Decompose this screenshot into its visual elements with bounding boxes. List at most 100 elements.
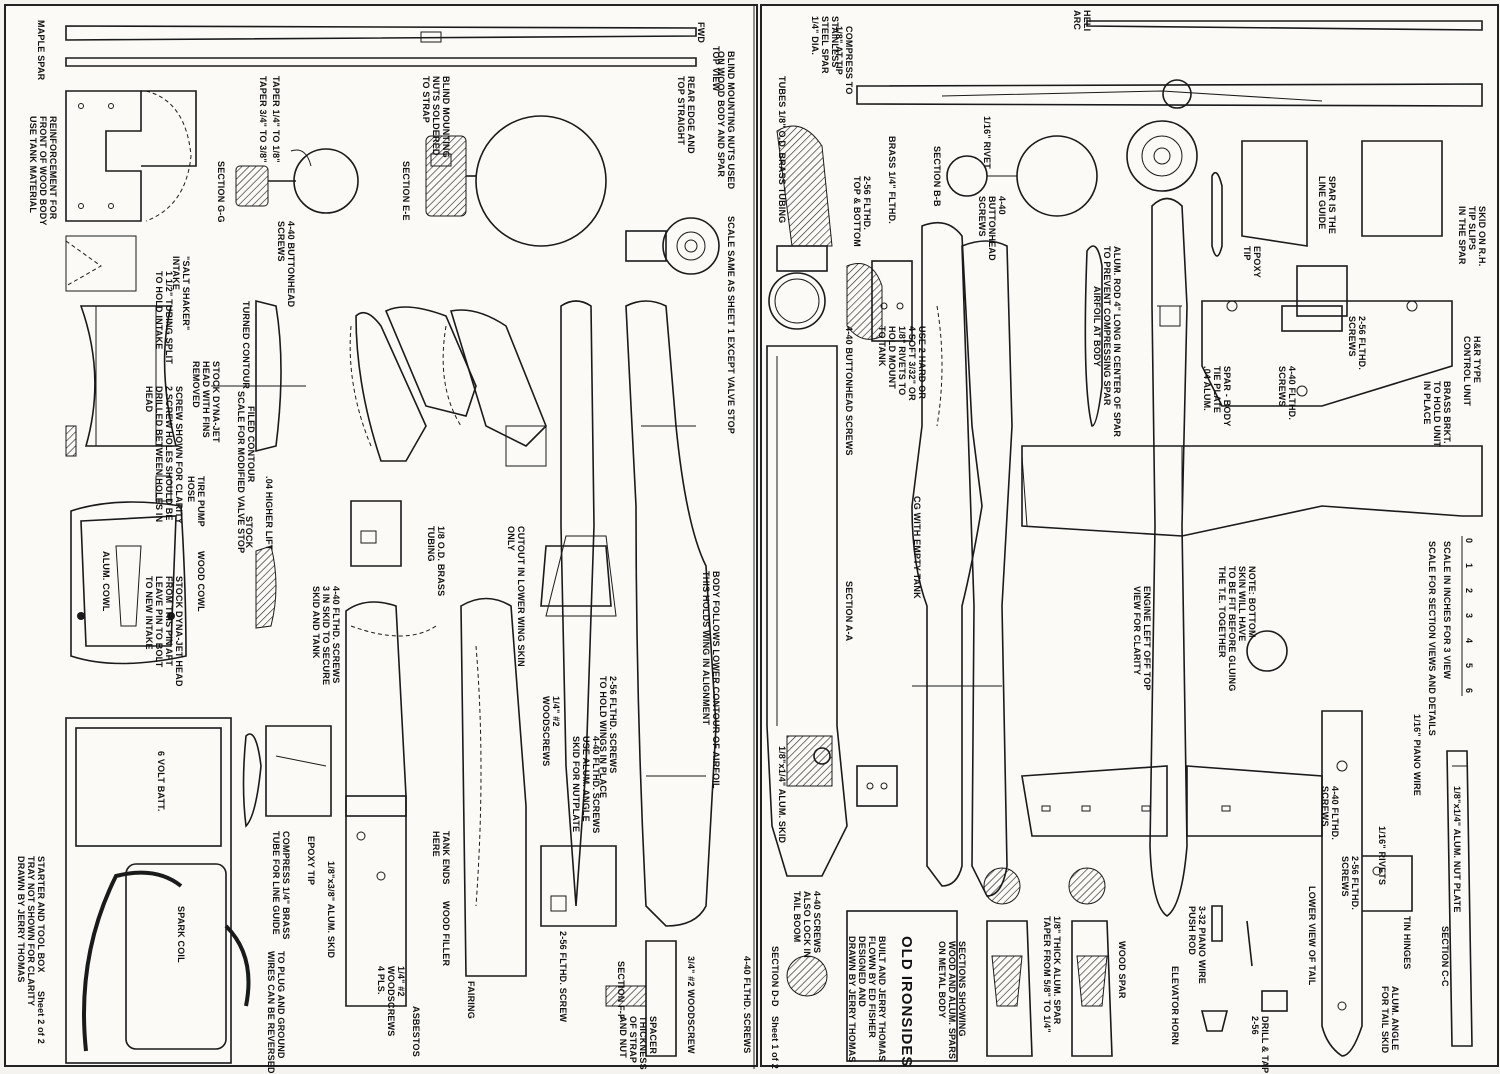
tailplane — [1021, 765, 1323, 837]
woodscrews-label: 1/4" #2 WOODSCREWS — [541, 696, 561, 767]
taper-label-1: TAPER 1/4" TO 1/8" — [271, 76, 281, 163]
tank-end-detail — [350, 500, 402, 567]
alum-skid-label: 1/8"x3/8" ALUM. SKID — [326, 861, 336, 959]
section-a-a-label: SECTION A-A — [844, 581, 854, 642]
wood-cowl-label: WOOD COWL — [196, 551, 206, 612]
maple-spar-label: MAPLE SPAR — [36, 20, 46, 81]
airfoil-at-body — [1084, 245, 1103, 427]
flthd-440-label: 4-40 FLTHD. SCREWS — [742, 956, 752, 1054]
spacer-label: SPACER THICKNESS OF STRAP AND NUT — [618, 1016, 658, 1070]
prop-and-epoxy-tip — [242, 725, 332, 828]
skid-rh-label: SKID ON R.H. TIP SLIPS IN THE SPAR — [1457, 206, 1487, 267]
elevator-horn-label: ELEVATOR HORN — [1170, 966, 1180, 1046]
scale-tick-0: 0 — [1464, 538, 1474, 544]
scale-inches-label: SCALE IN INCHES FOR 3 VIEW — [1442, 541, 1452, 680]
filed-contour-label: FILED CONTOUR — [246, 406, 256, 483]
sheet-2-drawings — [65, 6, 755, 1069]
scale-tick-6: 6 — [1464, 688, 1474, 694]
heli-arc-label: HELI ARC — [1072, 10, 1092, 32]
salt-shaker-intake — [65, 305, 178, 457]
elevator-horn — [1200, 905, 1288, 1032]
sheet-1-drawings — [766, 20, 1483, 1062]
brass-brkt-label: BRASS BRKT. TO HOLD UNIT IN PLACE — [1422, 381, 1452, 448]
title-block-box — [846, 910, 958, 1062]
tin-hinges-label: TIN HINGES — [1402, 916, 1412, 970]
buttonhead-label: 4-40 BUTTONHEAD SCREWS — [276, 221, 296, 308]
blind-nuts-label: BLIND MOUNTING NUTS USED ON WOOD BODY AN… — [716, 51, 736, 190]
sheet-1-number: Sheet 1 of 2 — [770, 1016, 780, 1069]
airfoil-body-label: AIRFOIL AT BODY — [1092, 286, 1102, 367]
section-e-e-drawing — [425, 115, 607, 247]
wing-parts-drawing — [349, 306, 547, 467]
lower-view-of-tail — [1321, 710, 1473, 1057]
alum-skid-2-label: 1/8"x1/4" ALUM. SKID — [777, 746, 787, 844]
asbestos-label: ASBESTOS — [411, 1006, 421, 1057]
salt-shaker-label: "SALT SHAKER" INTAKE — [171, 256, 191, 331]
section-c-c-label: SECTION C-C — [1440, 926, 1450, 987]
sheet-1-frame: HELI ARC STAINLESS STEEL SPAR 1/4" DIA. … — [760, 4, 1499, 1073]
section-g-g-drawing — [235, 148, 359, 214]
flthd-2-label: 2-56 FLTHD. SCREWS — [1347, 316, 1367, 371]
credits-label: BUILT AND JERRY THOMAS FLOWN BY ED FISHE… — [847, 936, 887, 1063]
woodscrew-small-label: 3/4" #2 WOODSCREW — [686, 956, 696, 1054]
fuselage-top-view — [1149, 197, 1188, 917]
battery-label: 6 VOLT BATT. — [156, 751, 166, 812]
main-wing-planform — [1021, 445, 1483, 537]
engine-left-label: ENGINE LEFT OFF TOP VIEW FOR CLARITY — [1132, 586, 1152, 691]
blind-nuts-soldered-label: BLIND MOUNTING NUTS SOLDERED TO STRAP — [421, 76, 451, 158]
fairing-label: FAIRING — [466, 981, 476, 1019]
section-d-d-label: SECTION D-D — [770, 946, 780, 1007]
spar-sections — [983, 867, 1113, 1057]
sections-showing-label: SECTIONS SHOWING WOOD AND ALUM. SPARS ON… — [937, 941, 967, 1060]
sheet-2-number: Sheet 2 of 2 — [36, 991, 46, 1044]
control-unit-bracket — [1201, 300, 1453, 407]
higher-lift-label: .04 HIGHER LIFT — [264, 476, 274, 551]
alum-cowl-label: ALUM. COWL — [101, 551, 111, 612]
cutout-label: CUTOUT IN LOWER WING SKIN ONLY — [506, 526, 526, 667]
section-f-f-drawing — [540, 845, 677, 1057]
rear-edge-label: REAR EDGE AND TOP STRAIGHT — [676, 76, 696, 154]
d-d-bracket — [856, 765, 898, 807]
also-lock-label: 4-40 SCREWS ALSO LOCK IN TAIL BOOM — [792, 891, 822, 958]
modified-valve-stop — [211, 299, 306, 453]
flthd-256b-label: 2-56 FLTHD. SCREWS — [1340, 856, 1360, 911]
scale-tick-3: 3 — [1464, 613, 1474, 619]
flthd-256-label: 2-56 FLTHD. SCREWS TO HOLD WINGS IN PLAC… — [598, 676, 618, 799]
push-rod-label: 3-32 PIANO WIRE PUSH ROD — [1187, 906, 1207, 985]
flthd-screw-label: 2-56 FLTHD. SCREW — [558, 931, 568, 1023]
thick-spar-label: 1/8" THICK ALUM. SPAR TAPER FROM 5/8" TO… — [1042, 916, 1062, 1033]
flthd-top-label: 2-56 FLTHD. TOP & BOTTOM — [852, 176, 872, 247]
stock-dyna-label: STOCK DYNA-JET HEAD FROM THIS PIN AFT LE… — [144, 576, 184, 687]
stock-head-label: STOCK DYNA-JET HEAD WITH FINS REMOVED — [191, 361, 221, 443]
body-follows-label: BODY FOLLOWS LOWER CONTOUR OF AIRFOIL TH… — [701, 571, 721, 789]
section-b-b-label: SECTION B-B — [932, 146, 942, 207]
flthd-angle-label: 4-40 FLTHD. SCREWS USE ALUM. ANGLE SKID … — [571, 736, 601, 834]
wood-spar-label: WOOD SPAR — [1117, 941, 1127, 999]
scale-tick-1: 1 — [1464, 563, 1474, 569]
brass-tubing-label: 1/8 O.D. BRASS TUBING — [426, 526, 446, 597]
steel-spar-top-view — [856, 20, 1483, 109]
starter-box-label: STARTER AND TOOL BOX TRAY NOT SHOWN FOR … — [16, 856, 46, 1007]
section-f-f-label: SECTION F-F — [616, 961, 626, 1020]
front-view-hub — [1126, 120, 1198, 192]
note-bottom-label: NOTE: BOTTOM SKIN WILL HAVE TO BE FIT BE… — [1217, 566, 1257, 692]
sheet-2-frame: FWD MAPLE SPAR TOP VIEW REAR EDGE AND TO… — [4, 4, 758, 1074]
scale-tick-5: 5 — [1464, 663, 1474, 669]
spar-body-label: SPAR - BODY TIE PLATE .04 ALUM. — [1202, 366, 1232, 427]
scale-same-label: SCALE SAME AS SHEET 1 EXCEPT VALVE STOP — [726, 216, 736, 435]
rivet-label: 1/16" RIVET — [982, 116, 992, 169]
rivets-label: 1/16" RIVETS — [1377, 826, 1387, 886]
taper-label-2: TAPER 3/4" TO 3/8" — [258, 76, 268, 163]
piano-wire-label: 1/16" PIANO WIRE — [1412, 714, 1422, 796]
brass-flthd-label: BRASS 1/4" FLTHD. — [887, 136, 897, 225]
cowl-drawing — [70, 475, 187, 665]
use-rivets-label: USE 2 HARD OR 4 SOFT 3/32" OR 1/8" RIVET… — [877, 326, 927, 401]
buttonhead-2-label: 4-40 BUTTONHEAD SCREWS — [977, 196, 1007, 261]
compress-tip-label: COMPRESS TO 1/8" AT TIP — [834, 26, 854, 95]
scale-tick-4: 4 — [1464, 638, 1474, 644]
hr-control-label: H&R TYPE CONTROL UNIT — [1462, 336, 1482, 407]
flthd-4-label: 4-40 FLTHD. SCREWS — [1277, 366, 1297, 421]
plug-wires-label: TO PLUG AND GROUND WIRES CAN BE REVERSED — [266, 951, 286, 1074]
spar-line-label: SPAR IS THE LINE GUIDE — [1317, 176, 1337, 235]
